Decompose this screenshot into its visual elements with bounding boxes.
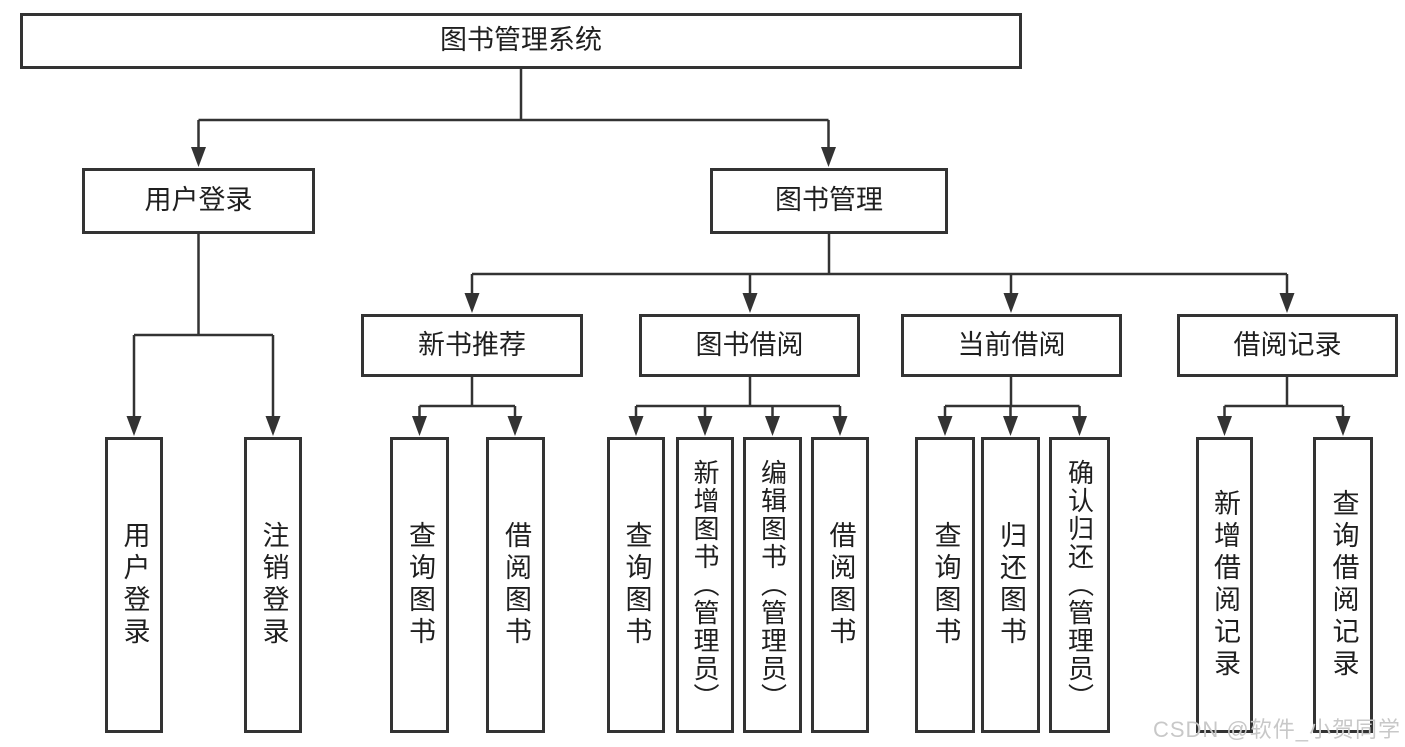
node-user-login: 用户登录 <box>82 168 315 234</box>
node-current-borrowing: 当前借阅 <box>901 314 1122 377</box>
node-borrowing-records: 借阅记录 <box>1177 314 1398 377</box>
leaf-query-borrow-record: 查询借阅记录 <box>1313 437 1373 733</box>
leaf-borrow-books-2: 借阅图书 <box>811 437 869 733</box>
leaf-confirm-return-admin: 确认归还（管理员） <box>1049 437 1110 733</box>
node-book-management: 图书管理 <box>710 168 948 234</box>
csdn-watermark: CSDN @软件_小贺同学 <box>1152 717 1401 742</box>
node-book-borrowing: 图书借阅 <box>639 314 860 377</box>
leaf-query-books-3: 查询图书 <box>915 437 975 733</box>
node-book-management-system: 图书管理系统 <box>20 13 1022 69</box>
leaf-add-books-admin: 新增图书（管理员） <box>676 437 734 733</box>
leaf-borrow-books-1: 借阅图书 <box>486 437 545 733</box>
leaf-query-books-2: 查询图书 <box>607 437 665 733</box>
leaf-user-login: 用户登录 <box>105 437 163 733</box>
leaf-return-books: 归还图书 <box>981 437 1040 733</box>
leaf-edit-books-admin: 编辑图书（管理员） <box>743 437 802 733</box>
node-new-book-recommendation: 新书推荐 <box>361 314 583 377</box>
leaf-add-borrow-record: 新增借阅记录 <box>1196 437 1253 733</box>
leaf-query-books-1: 查询图书 <box>390 437 449 733</box>
leaf-logout: 注销登录 <box>244 437 302 733</box>
